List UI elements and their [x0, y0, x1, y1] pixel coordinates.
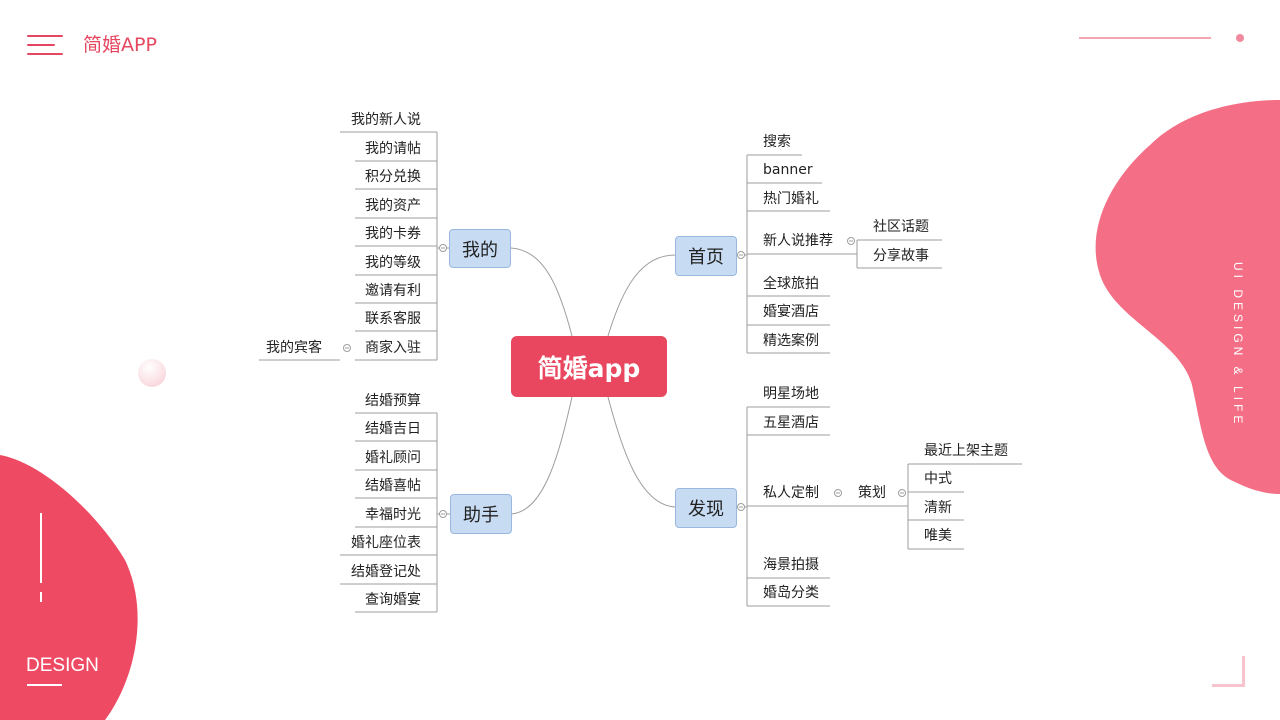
leaf-faxian-plan[interactable]: 策划: [858, 485, 886, 501]
leaf-faxian-0[interactable]: 明星场地: [763, 386, 819, 402]
leaf-wode-7[interactable]: 联系客服: [365, 311, 421, 327]
left-red-blob: [0, 455, 138, 720]
leaf-shouye-sub-0[interactable]: 社区话题: [873, 219, 929, 235]
center-node[interactable]: 简婚app: [511, 336, 667, 397]
edge-group-shouye: [735, 154, 942, 354]
leaf-wode-2[interactable]: 积分兑换: [365, 169, 421, 185]
hamburger-menu-icon[interactable]: [27, 32, 63, 56]
leaf-wode-5[interactable]: 我的等级: [365, 255, 421, 271]
leaf-wode-1[interactable]: 我的请帖: [365, 141, 421, 157]
decor-bar-bottom: [40, 592, 42, 602]
leaf-zhushou-1[interactable]: 结婚吉日: [365, 421, 421, 437]
node-shouye[interactable]: 首页: [675, 236, 737, 276]
leaf-zhushou-2[interactable]: 婚礼顾问: [365, 450, 421, 466]
edge-center-wode: [510, 247, 573, 337]
leaf-zhushou-3[interactable]: 结婚喜帖: [365, 478, 421, 494]
leaf-zhushou-0[interactable]: 结婚预算: [365, 393, 421, 409]
vertical-tagline: UI DESIGN & LIFE: [1231, 262, 1245, 428]
edge-group-zhushou: [340, 412, 450, 613]
node-zhushou[interactable]: 助手: [450, 494, 512, 534]
edge-center-faxian: [607, 396, 676, 508]
leaf-shouye-2[interactable]: 热门婚礼: [763, 191, 819, 207]
edge-center-shouye: [607, 254, 676, 337]
leaf-zhushou-4[interactable]: 幸福时光: [365, 507, 421, 523]
leaf-zhushou-6[interactable]: 结婚登记处: [351, 564, 421, 580]
leaf-wode-3[interactable]: 我的资产: [365, 198, 421, 214]
leaf-faxian-4[interactable]: 婚岛分类: [763, 585, 819, 601]
circle-minus-icon: [343, 237, 906, 518]
leaf-shouye-6[interactable]: 精选案例: [763, 333, 819, 349]
leaf-shouye-5[interactable]: 婚宴酒店: [763, 304, 819, 320]
leaf-faxian-theme-3[interactable]: 唯美: [924, 528, 952, 544]
node-wode[interactable]: 我的: [449, 229, 511, 268]
leaf-wode-0[interactable]: 我的新人说: [351, 112, 421, 128]
top-decor-line: [1079, 37, 1211, 39]
brand-title: 简婚APP: [83, 34, 157, 56]
leaf-faxian-theme-2[interactable]: 清新: [924, 500, 952, 516]
right-pink-blob: [1095, 100, 1280, 494]
design-label: DESIGN: [26, 655, 99, 676]
leaf-zhushou-7[interactable]: 查询婚宴: [365, 592, 421, 608]
leaf-shouye-3[interactable]: 新人说推荐: [763, 233, 833, 249]
leaf-faxian-theme-0[interactable]: 最近上架主题: [924, 443, 1008, 459]
edge-group-faxian: [735, 406, 1022, 607]
leaf-shouye-sub-1[interactable]: 分享故事: [873, 248, 929, 264]
leaf-wode-4[interactable]: 我的卡券: [365, 226, 421, 242]
decor-sphere: [138, 359, 166, 387]
leaf-faxian-3[interactable]: 海景拍摄: [763, 557, 819, 573]
leaf-faxian-theme-1[interactable]: 中式: [924, 471, 952, 487]
leaf-shouye-1[interactable]: banner: [763, 162, 813, 178]
corner-bracket: [1212, 656, 1245, 687]
decor-bar-top: [40, 513, 42, 583]
node-faxian[interactable]: 发现: [675, 488, 737, 528]
leaf-zhushou-5[interactable]: 婚礼座位表: [351, 535, 421, 551]
leaf-wode-guests[interactable]: 我的宾客: [266, 340, 322, 356]
edge-group-wode: [259, 131, 449, 361]
design-underline: [27, 684, 62, 686]
top-decor-dot: [1236, 34, 1244, 42]
leaf-shouye-4[interactable]: 全球旅拍: [763, 276, 819, 292]
leaf-wode-8[interactable]: 商家入驻: [365, 340, 421, 356]
leaf-wode-6[interactable]: 邀请有利: [365, 283, 421, 299]
leaf-faxian-2[interactable]: 私人定制: [763, 485, 819, 501]
leaf-faxian-1[interactable]: 五星酒店: [763, 415, 819, 431]
leaf-shouye-0[interactable]: 搜索: [763, 134, 791, 150]
edge-center-zhushou: [510, 396, 573, 515]
